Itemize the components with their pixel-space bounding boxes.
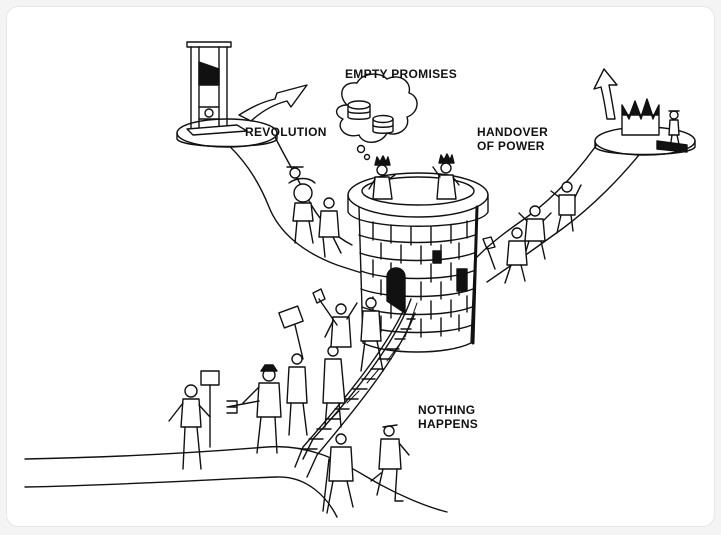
figure-revolution-path xyxy=(286,166,342,258)
figure-king-right xyxy=(432,153,460,200)
staircase xyxy=(294,298,418,478)
ground-paths xyxy=(24,136,648,518)
figure-stairs-bottom xyxy=(322,424,410,514)
figure-sign-holder-left xyxy=(168,370,220,470)
guillotine-icon xyxy=(186,41,248,136)
label-empty-promises: EMPTY PROMISES xyxy=(345,67,457,81)
pitchfork-icon xyxy=(226,400,260,414)
label-empty-promises-text: EMPTY PROMISES xyxy=(345,67,458,81)
thought-bubble xyxy=(336,73,418,161)
illustration-frame: EMPTY PROMISES REVOLUTION HANDOVER OF PO… xyxy=(6,6,715,527)
figure-pitchfork xyxy=(242,364,282,454)
label-handover-line2: OF POWER xyxy=(477,139,545,153)
illustration-canvas xyxy=(24,41,696,518)
label-revolution-text: REVOLUTION xyxy=(245,125,327,139)
label-nothing-line1: NOTHING xyxy=(418,403,476,417)
label-revolution: REVOLUTION xyxy=(245,125,327,139)
figure-king-left xyxy=(368,155,396,200)
arrow-icon xyxy=(593,68,618,120)
arrow-icon xyxy=(238,84,308,122)
tower-icon xyxy=(347,172,489,353)
label-nothing-line2: HAPPENS xyxy=(418,417,479,431)
label-handover-of-power: HANDOVER OF POWER xyxy=(477,125,548,153)
coins-icon xyxy=(347,100,394,134)
figure-handover xyxy=(668,110,681,150)
label-handover-line1: HANDOVER xyxy=(477,125,549,139)
figure-crowd-middle xyxy=(278,288,384,436)
crown-icon xyxy=(621,98,660,136)
label-nothing-happens: NOTHING HAPPENS xyxy=(418,403,478,431)
figure-handover-path xyxy=(482,181,582,284)
